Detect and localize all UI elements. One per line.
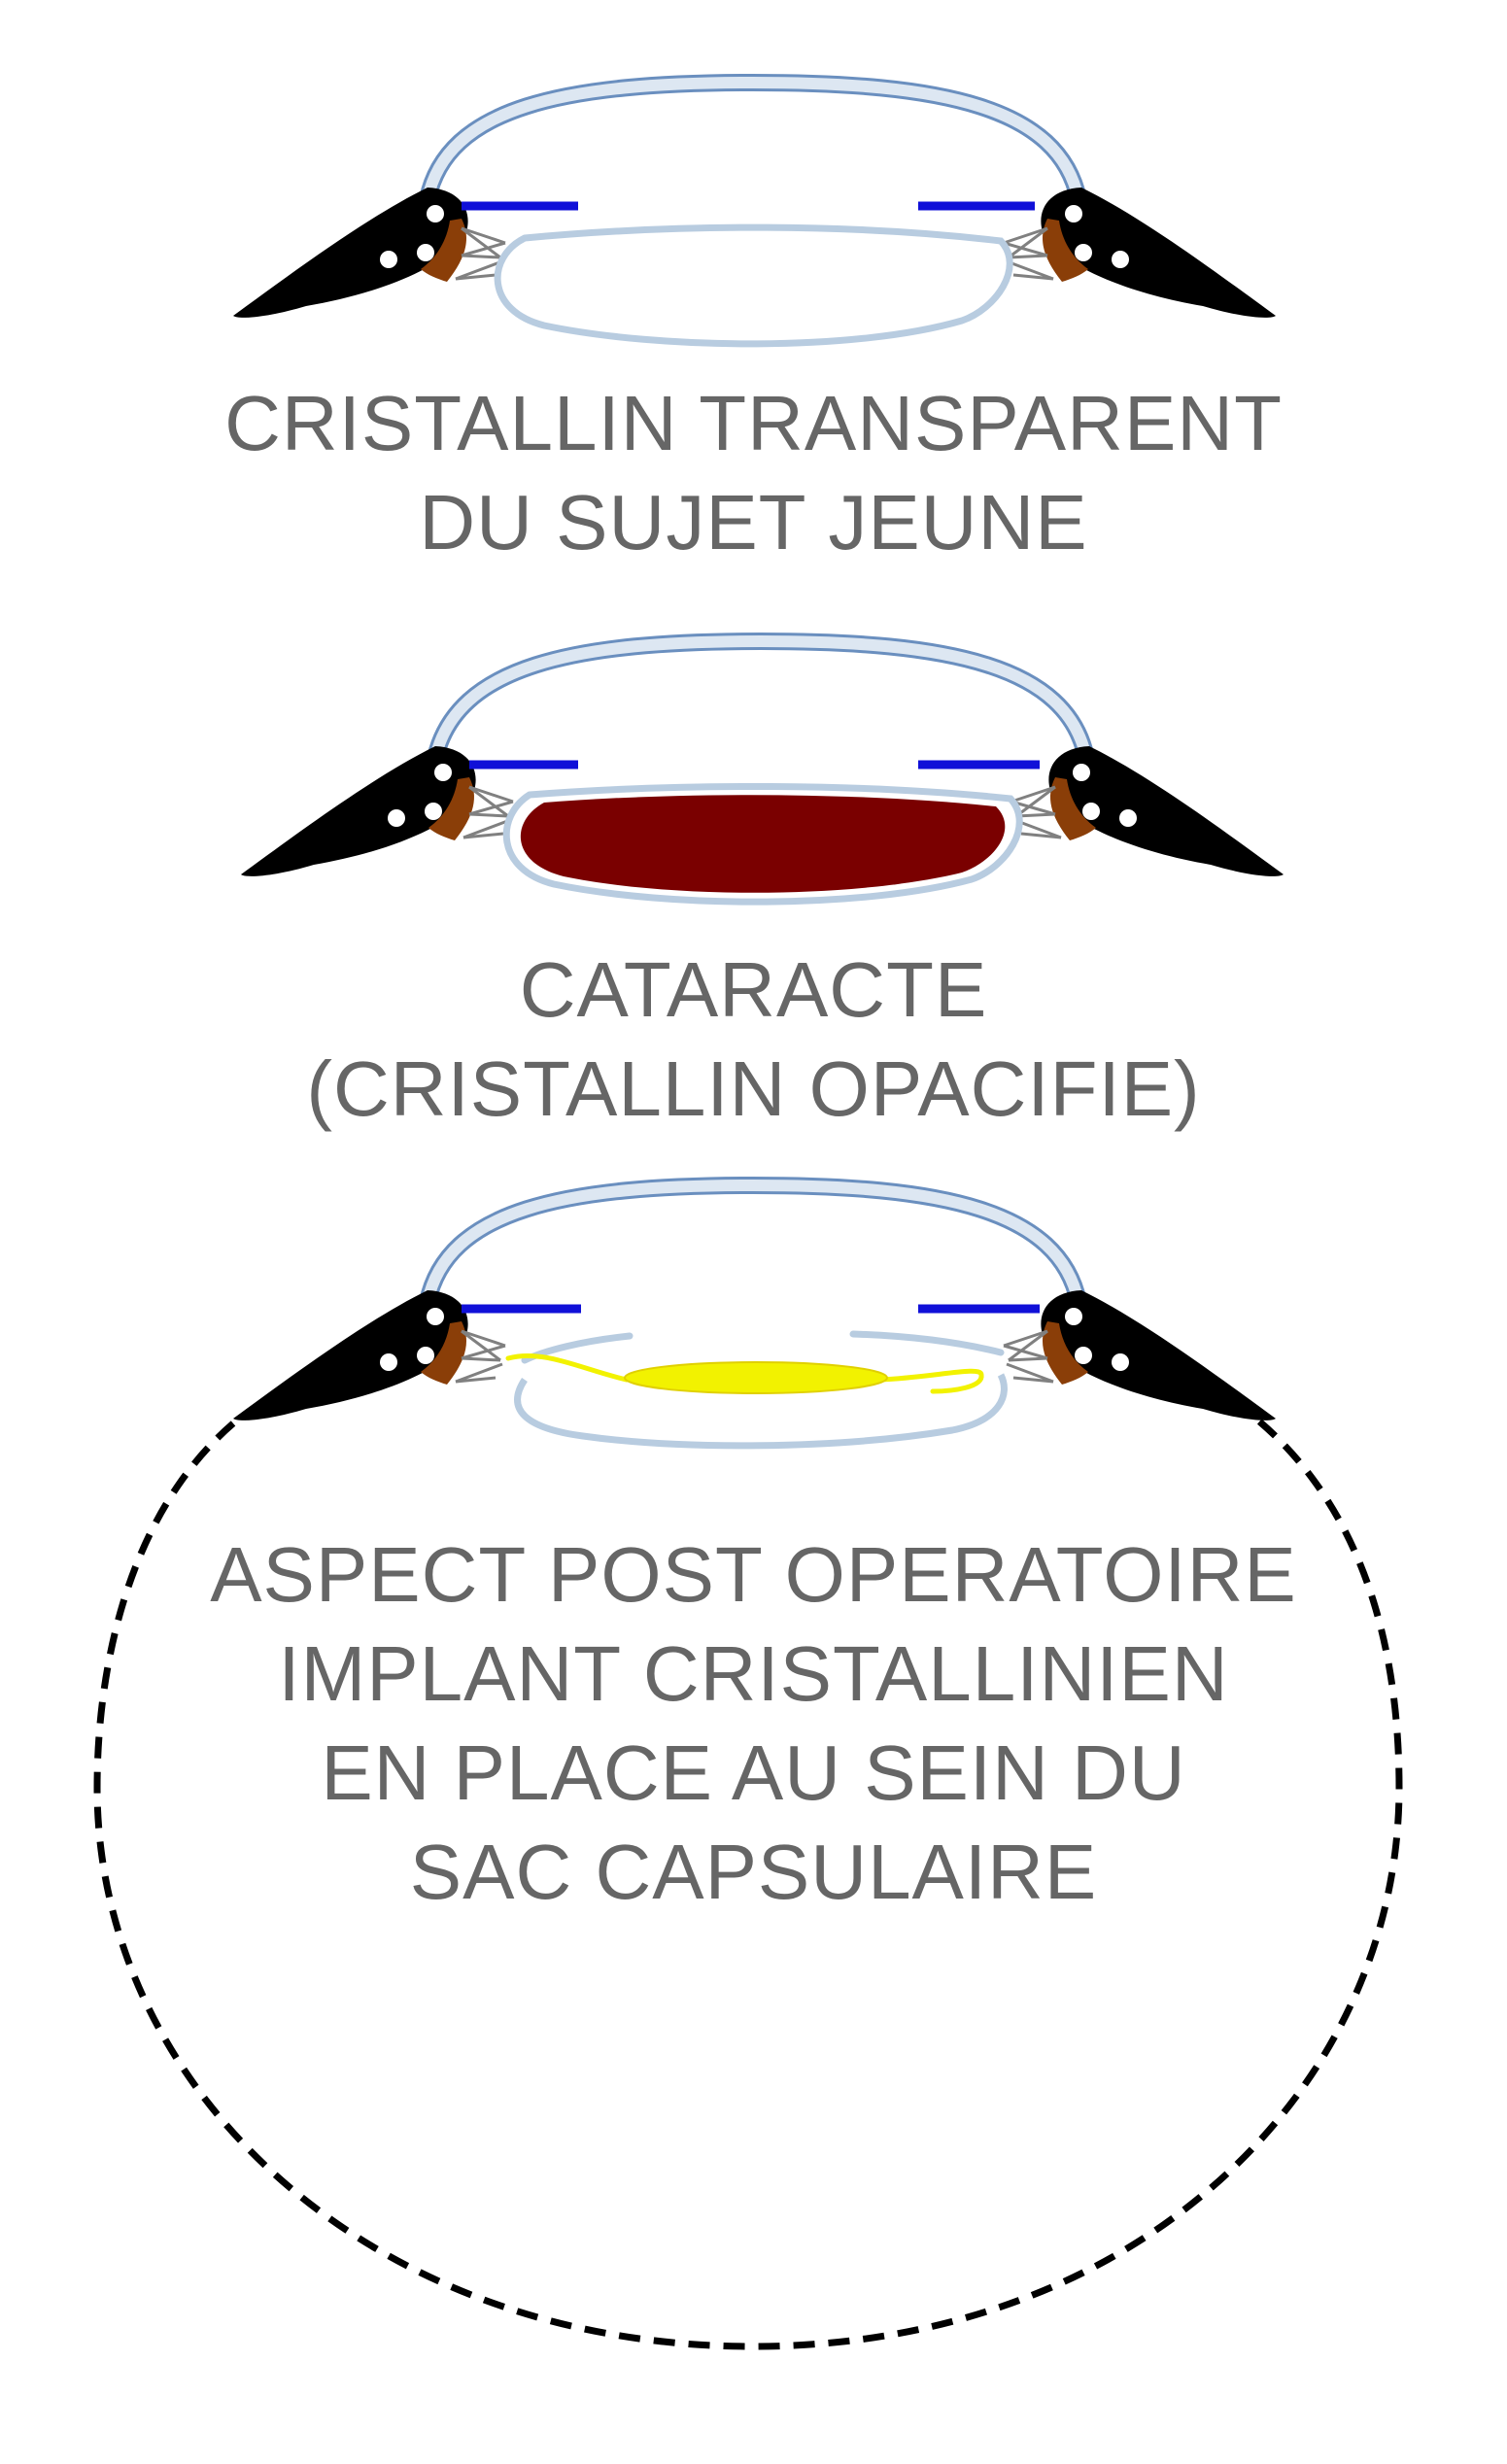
caption-line: CRISTALLIN TRANSPARENT [0,374,1507,473]
lens-icon [497,227,1010,344]
caption-clear-lens: CRISTALLIN TRANSPARENT DU SUJET JEUNE [0,374,1507,572]
caption-post-op: ASPECT POST OPERATOIRE IMPLANT CRISTALLI… [0,1525,1507,1922]
caption-line: EN PLACE AU SEIN DU [0,1724,1507,1823]
caption-line: CATARACTE [0,941,1507,1040]
panel-clear-lens [233,83,1276,344]
caption-line: DU SUJET JEUNE [0,473,1507,572]
caption-line: SAC CAPSULAIRE [0,1823,1507,1922]
caption-line: (CRISTALLIN OPACIFIE) [0,1040,1507,1139]
panel-cataract [241,641,1284,902]
caption-line: ASPECT POST OPERATOIRE [0,1525,1507,1625]
intraocular-implant-icon [508,1355,981,1393]
cataract-icon [506,786,1019,902]
caption-line: IMPLANT CRISTALLINIEN [0,1625,1507,1724]
caption-cataract: CATARACTE (CRISTALLIN OPACIFIE) [0,941,1507,1139]
